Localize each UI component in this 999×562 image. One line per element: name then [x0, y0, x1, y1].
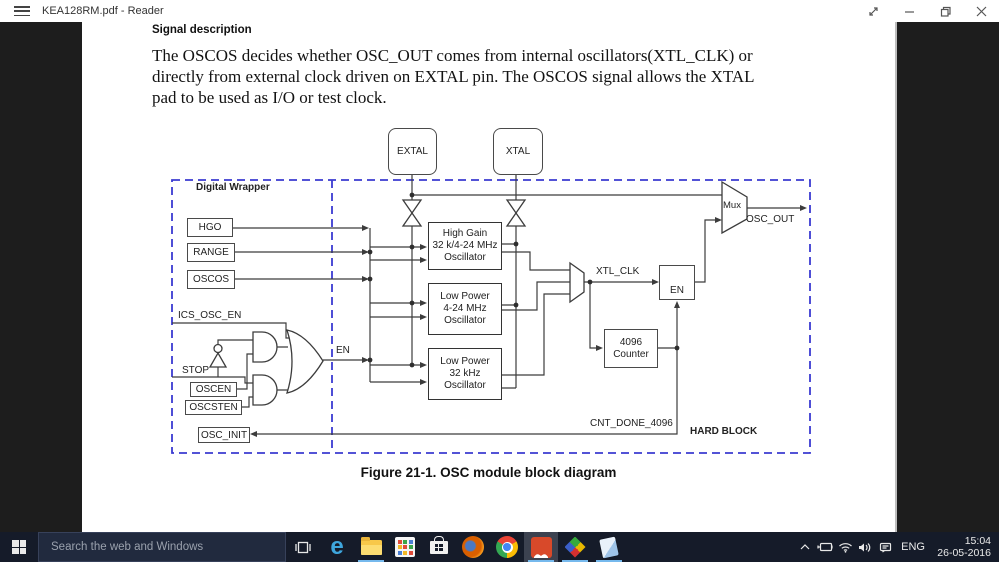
oscen-register-block: OSCEN: [190, 382, 237, 397]
running-indicator: [562, 560, 588, 562]
running-indicator: [596, 560, 622, 562]
xtal-pin-block: XTAL: [493, 128, 543, 175]
app-grid-icon: [395, 537, 415, 557]
tray-expand-button[interactable]: [795, 532, 815, 562]
range-register-block: RANGE: [187, 243, 235, 262]
reader-book-glyph: [534, 553, 548, 558]
firefox-icon: [462, 536, 484, 558]
window-controls: [855, 0, 999, 22]
taskbar-item-app-grid[interactable]: [388, 532, 422, 562]
restore-button[interactable]: [927, 0, 963, 22]
wifi-icon: [838, 542, 852, 553]
search-input[interactable]: Search the web and Windows: [38, 532, 286, 562]
oscos-register-block: OSCOS: [187, 270, 235, 289]
fullscreen-icon: [868, 6, 878, 16]
body-paragraph: The OSCOS decides whether OSC_OUT comes …: [152, 46, 755, 107]
tray-battery-button[interactable]: [815, 532, 835, 562]
task-view-icon: [295, 541, 311, 553]
taskbar-item-store[interactable]: [422, 532, 456, 562]
taskbar-item-firefox[interactable]: [456, 532, 490, 562]
chrome-icon: [496, 536, 518, 558]
language-indicator[interactable]: ENG: [901, 541, 925, 553]
edge-icon: e: [330, 533, 344, 560]
windows-logo-icon: [12, 540, 26, 554]
cnt-done-4096-label: CNT_DONE_4096: [590, 418, 673, 429]
running-indicator: [528, 560, 554, 562]
ics-osc-en-label: ICS_OSC_EN: [178, 310, 242, 321]
date: 26-05-2016: [937, 547, 991, 559]
low-power-hf-oscillator-block: Low Power 4-24 MHz Oscillator: [428, 283, 502, 335]
osc-init-register-block: OSC_INIT: [198, 427, 250, 443]
taskbar-item-edge[interactable]: e: [320, 532, 354, 562]
low-power-lf-oscillator-block: Low Power 32 kHz Oscillator: [428, 348, 502, 400]
osc-out-label: OSC_OUT: [746, 214, 795, 225]
minimize-icon: [904, 10, 914, 13]
reader-icon: [530, 536, 552, 558]
taskbar-item-pinwheel-app[interactable]: [558, 532, 592, 562]
minimize-button[interactable]: [891, 0, 927, 22]
taskbar-item-chrome[interactable]: [490, 532, 524, 562]
taskbar-item-notes-app[interactable]: [592, 532, 626, 562]
close-button[interactable]: [963, 0, 999, 22]
battery-icon: [817, 542, 833, 552]
osc-block-diagram: EXTAL XTAL Digital Wrapper HGO RANGE OSC…: [82, 22, 895, 533]
reader-content-area: Signal description The OSCOS decides whe…: [0, 22, 999, 532]
pdf-page: Signal description The OSCOS decides whe…: [82, 22, 895, 532]
title-bar: KEA128RM.pdf - Reader: [0, 0, 999, 22]
action-center-button[interactable]: [875, 532, 895, 562]
stop-label: STOP: [182, 365, 210, 376]
restore-icon: [940, 6, 951, 17]
taskbar: Search the web and Windows e: [0, 532, 999, 562]
fullscreen-button[interactable]: [855, 0, 891, 22]
search-placeholder: Search the web and Windows: [51, 541, 204, 553]
tray-volume-button[interactable]: [855, 532, 875, 562]
hgo-register-block: HGO: [187, 218, 233, 237]
mux-label: Mux: [723, 200, 741, 211]
file-explorer-icon: [360, 536, 382, 555]
en-block: EN: [659, 265, 695, 300]
high-gain-oscillator-block: High Gain 32 k/4-24 MHz Oscillator: [428, 222, 502, 270]
xtl-clk-label: XTL_CLK: [596, 266, 640, 277]
window-title: KEA128RM.pdf - Reader: [42, 5, 164, 17]
pinwheel-icon: [564, 536, 586, 558]
section-heading: Signal description: [152, 24, 252, 36]
taskbar-item-file-explorer[interactable]: [354, 532, 388, 562]
figure-caption: Figure 21-1. OSC module block diagram: [360, 465, 617, 480]
speaker-icon: [859, 542, 871, 552]
notes-icon: [599, 536, 619, 558]
tray-network-button[interactable]: [835, 532, 855, 562]
clock[interactable]: 15:04 26-05-2016: [933, 535, 991, 559]
system-tray: ENG 15:04 26-05-2016: [795, 532, 999, 562]
en-gate-output-label: EN: [336, 345, 350, 356]
close-icon: [976, 6, 986, 16]
action-center-icon: [879, 542, 891, 552]
digital-wrapper-label: Digital Wrapper: [196, 182, 270, 193]
running-indicator: [358, 560, 384, 562]
page-scrollbar[interactable]: [895, 22, 897, 532]
taskbar-item-reader-active[interactable]: [524, 532, 558, 562]
oscsten-register-block: OSCSTEN: [185, 400, 242, 415]
time: 15:04: [964, 535, 991, 547]
chevron-up-icon: [800, 544, 810, 550]
start-button[interactable]: [0, 532, 38, 562]
store-icon: [430, 535, 448, 554]
counter-4096-block: 4096 Counter: [604, 329, 658, 368]
hard-block-label: HARD BLOCK: [690, 426, 758, 437]
task-view-button[interactable]: [286, 532, 320, 562]
hamburger-menu-icon[interactable]: [14, 6, 30, 16]
diagram-wires: [171, 175, 811, 454]
extal-pin-block: EXTAL: [388, 128, 437, 175]
